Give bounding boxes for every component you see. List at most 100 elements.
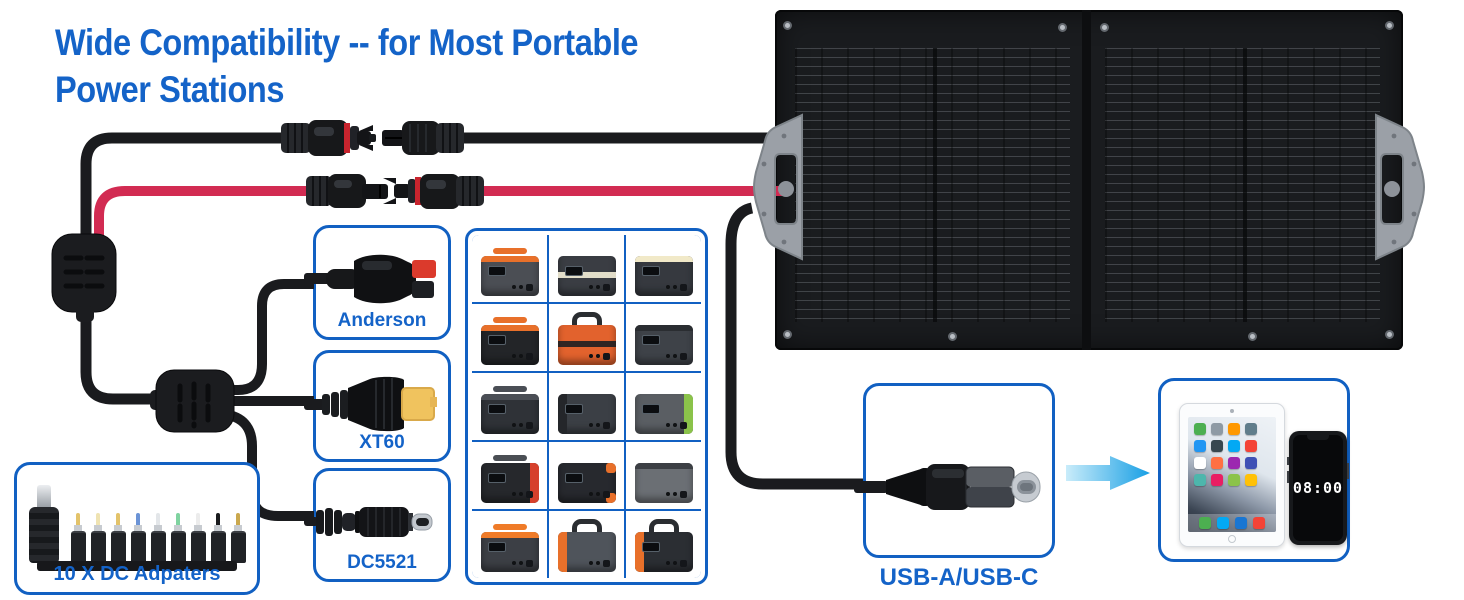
port-dot [518,561,523,565]
dc-adapter [210,513,226,563]
port-dot [588,354,593,358]
app-icon [1245,423,1257,435]
grommet [1058,23,1067,32]
power-station [556,449,618,503]
mc4-female-connector-red [306,174,388,208]
power-station-screen [487,265,506,276]
port-dot [588,285,593,289]
dc-adapter [90,513,106,563]
app-icon [1228,457,1240,469]
port-dot [672,561,677,565]
power-station-cell [549,442,624,509]
dock-app-icon [1217,517,1229,529]
adapter-barrel [70,531,86,563]
app-icon [1228,440,1240,452]
ac-outlet [602,559,610,567]
adapter-barrel [110,531,126,563]
adapter-tip [136,513,140,525]
dc-adapter [170,513,186,563]
title-line-2: Power Stations [55,68,285,110]
adapter-neck [214,525,222,531]
power-station-screen [487,541,506,552]
adapter-neck [194,525,202,531]
port-dot [672,423,677,427]
adapter-tip [196,513,200,525]
power-station-cell [549,511,624,578]
power-station-ports [511,283,533,291]
adapter-neck [234,525,242,531]
dc-adapters-label: 10 X DC Adpaters [53,563,221,585]
grommet [783,330,792,339]
port-dot [511,492,516,496]
smartphone: 08:00 [1287,431,1349,545]
adapter-barrel [90,531,106,563]
adapter-tip [76,513,80,525]
app-icon [1228,423,1240,435]
power-station [479,380,541,434]
power-station [633,518,695,572]
port-dot [588,423,593,427]
power-station-cell [626,373,701,440]
power-station-accent [605,492,616,503]
power-station-accent [557,271,616,278]
power-station-accent [480,324,539,331]
grommet [948,332,957,341]
app-icon [1245,457,1257,469]
power-station-ports [511,559,533,567]
power-station-accent [634,255,693,262]
adapter-barrel [170,531,186,563]
power-station-cell [626,442,701,509]
power-station [479,242,541,296]
power-station-cell [472,511,547,578]
power-station-body [634,462,693,503]
power-station-body [480,255,539,296]
cable-combiner [51,233,117,322]
power-station-ports [665,559,687,567]
dc-adapters-box: 10 X DC Adpaters [14,462,260,595]
power-station [479,311,541,365]
tablet [1179,403,1285,547]
mc4-male-connector-red [383,174,484,209]
solar-cells-right-half [1105,48,1380,322]
power-station-ports [588,490,610,498]
dc-adapter-large [28,485,59,563]
power-station-ports [665,283,687,291]
ac-outlet [602,490,610,498]
usb-c-connector-icon [854,464,1041,510]
adapter-neck [74,525,82,531]
power-station-cell [472,442,547,509]
cable-to-anderson [224,279,314,395]
power-station-cell [472,373,547,440]
phone-side-button [1287,471,1289,483]
cable-black-left [80,132,284,242]
dc-adapter-row [28,479,246,563]
adapter-tip [176,513,180,525]
port-dot [518,423,523,427]
power-station-body [634,531,693,572]
app-icon [1245,474,1257,486]
port-dot [665,423,670,427]
port-dot [665,492,670,496]
grommet [1385,330,1394,339]
power-station-accent [557,393,567,434]
adapter-tip [236,513,240,525]
dc5521-box-content: DC5521 [304,468,451,582]
power-station-cell [626,511,701,578]
power-station [556,242,618,296]
power-station [633,242,695,296]
power-station-ports [511,421,533,429]
adapter-neck [94,525,102,531]
mc4-female-connector-black [382,121,464,155]
power-station-cell [549,235,624,302]
tablet-dock [1188,514,1276,532]
port-dot [588,561,593,565]
power-station-body [480,393,539,434]
power-station [633,311,695,365]
dc-adapter [150,513,166,563]
cable-combiner-to-splitter [80,308,160,405]
ac-outlet [679,490,687,498]
ac-outlet [679,283,687,291]
dc-adapter [230,513,246,563]
xt60-connector-icon [304,376,437,432]
ac-outlet [525,490,533,498]
